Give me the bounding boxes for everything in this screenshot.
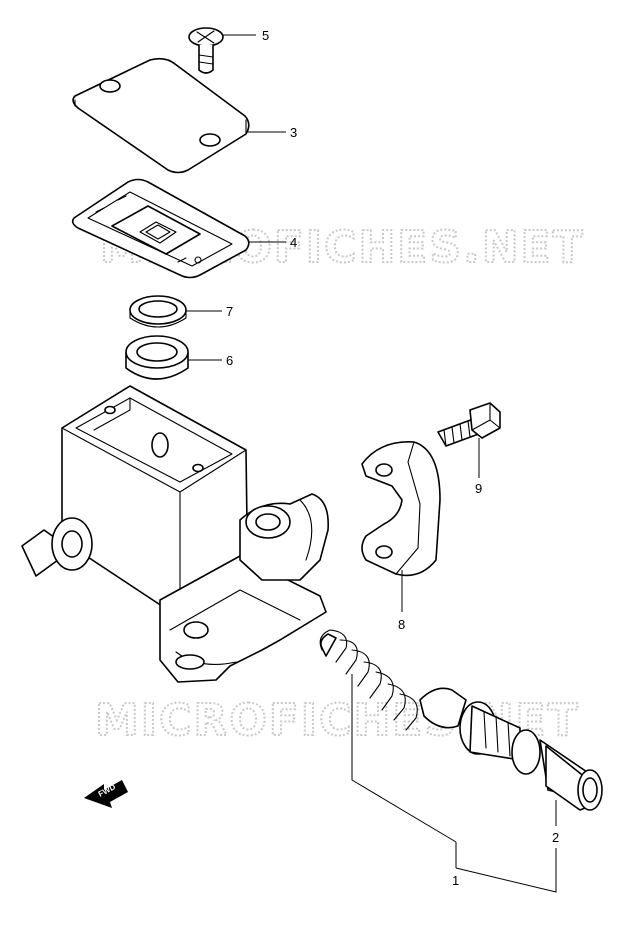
part-piston-assembly: [419, 687, 603, 811]
part-spring: [319, 629, 418, 731]
part-bolt: [437, 402, 501, 447]
part-seal: [125, 335, 189, 380]
part-master-cylinder-body: [21, 385, 329, 683]
part-clamp: [361, 441, 441, 577]
callout-1: 1: [452, 873, 459, 888]
part-reservoir-cap: [72, 57, 250, 174]
part-screw: [188, 27, 224, 74]
part-ring: [129, 295, 187, 328]
callout-2: 2: [552, 830, 559, 845]
callout-6: 6: [226, 353, 233, 368]
callout-4: 4: [290, 235, 297, 250]
leader-lines: [186, 34, 557, 893]
callout-3: 3: [290, 125, 297, 140]
callout-7: 7: [226, 304, 233, 319]
callout-8: 8: [398, 617, 405, 632]
callout-9: 9: [475, 481, 482, 496]
fwd-arrow: FWD: [84, 780, 128, 808]
part-diaphragm-plate: [71, 178, 250, 279]
callout-5: 5: [262, 28, 269, 43]
